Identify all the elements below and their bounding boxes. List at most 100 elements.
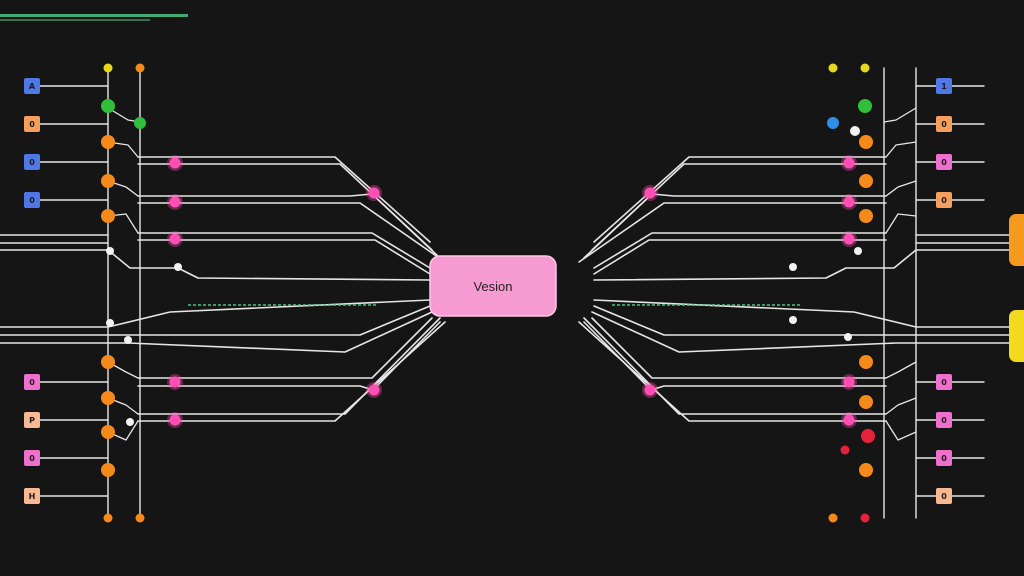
junction-node bbox=[850, 126, 860, 136]
square-glyph: A bbox=[29, 82, 36, 91]
label-square bbox=[24, 374, 40, 390]
junction-node bbox=[854, 247, 862, 255]
left-upper-square: 0 bbox=[24, 192, 40, 208]
orange-node bbox=[135, 63, 145, 73]
bundle-wire bbox=[137, 317, 433, 379]
pink-node bbox=[843, 414, 855, 426]
label-square bbox=[24, 450, 40, 466]
bundle-wire bbox=[578, 321, 887, 422]
bundle-wire bbox=[137, 202, 446, 263]
link-wire bbox=[885, 361, 917, 379]
bundle-wire bbox=[583, 193, 887, 259]
bundle-wire bbox=[0, 305, 431, 336]
orange-node bbox=[859, 463, 873, 477]
wire-layer bbox=[0, 14, 1024, 519]
yellow-node bbox=[828, 63, 838, 73]
pink-node bbox=[644, 187, 656, 199]
square-glyph: 0 bbox=[941, 454, 947, 463]
bundle-wire bbox=[591, 317, 887, 379]
square-glyph: 0 bbox=[941, 120, 947, 129]
red-node bbox=[861, 429, 875, 443]
orange-node bbox=[103, 513, 113, 523]
orange-node bbox=[859, 174, 873, 188]
pink-node bbox=[843, 157, 855, 169]
label-square bbox=[24, 116, 40, 132]
left-upper-square: 0 bbox=[24, 154, 40, 170]
link-wire bbox=[885, 397, 917, 415]
bundle-wire bbox=[137, 232, 431, 269]
pink-node bbox=[169, 376, 181, 388]
square-glyph: 0 bbox=[941, 378, 947, 387]
pink-node bbox=[169, 196, 181, 208]
label-square bbox=[936, 116, 952, 132]
green-node bbox=[858, 99, 872, 113]
red-node bbox=[840, 445, 850, 455]
orange-node bbox=[859, 135, 873, 149]
junction-node bbox=[174, 263, 182, 271]
bundle-wire bbox=[578, 202, 887, 263]
pink-node bbox=[843, 196, 855, 208]
orange-node bbox=[101, 425, 115, 439]
pink-node bbox=[843, 376, 855, 388]
orange-node bbox=[101, 174, 115, 188]
left-lower-square: H bbox=[24, 488, 40, 504]
bundle-wire bbox=[0, 249, 431, 281]
square-glyph: H bbox=[29, 492, 36, 501]
left-upper-square: 0 bbox=[24, 116, 40, 132]
square-glyph: P bbox=[29, 416, 35, 425]
pink-node bbox=[368, 187, 380, 199]
bundle-wire bbox=[583, 317, 887, 415]
label-square bbox=[936, 192, 952, 208]
red-node bbox=[860, 513, 870, 523]
bundle-wire bbox=[593, 232, 887, 269]
hub-box bbox=[429, 255, 557, 317]
junction-node bbox=[789, 316, 797, 324]
green-node bbox=[101, 99, 115, 113]
square-glyph: 0 bbox=[29, 454, 35, 463]
right-upper-square: 1 bbox=[936, 78, 952, 94]
orange-node bbox=[101, 135, 115, 149]
right-upper-square: 0 bbox=[936, 192, 952, 208]
label-square bbox=[24, 412, 40, 428]
pink-node bbox=[368, 384, 380, 396]
link-wire bbox=[885, 213, 917, 234]
right-lower-square: 0 bbox=[936, 488, 952, 504]
square-glyph: 0 bbox=[941, 416, 947, 425]
bundle-wire bbox=[0, 311, 433, 353]
bundle-wire bbox=[137, 321, 446, 422]
bundle-wire bbox=[593, 239, 887, 275]
square-glyph: 0 bbox=[29, 196, 35, 205]
code-strip bbox=[0, 14, 188, 17]
right-lower-square: 0 bbox=[936, 450, 952, 466]
orange-node bbox=[859, 395, 873, 409]
label-square bbox=[936, 374, 952, 390]
label-square bbox=[936, 450, 952, 466]
yellow-node bbox=[103, 63, 113, 73]
link-wire bbox=[885, 141, 917, 158]
orange-node bbox=[101, 391, 115, 405]
bundle-wire bbox=[593, 249, 1024, 281]
left-lower-square: 0 bbox=[24, 450, 40, 466]
orange-node bbox=[859, 355, 873, 369]
pink-node bbox=[169, 233, 181, 245]
edge-tab-orange bbox=[1009, 214, 1024, 266]
label-square bbox=[24, 192, 40, 208]
green-node bbox=[134, 117, 146, 129]
junction-node bbox=[126, 418, 134, 426]
square-glyph: 1 bbox=[941, 82, 947, 91]
pink-node bbox=[169, 157, 181, 169]
right-upper-square: 0 bbox=[936, 154, 952, 170]
junction-node bbox=[844, 333, 852, 341]
orange-node bbox=[101, 463, 115, 477]
bundle-wire bbox=[593, 305, 1024, 336]
label-square bbox=[24, 78, 40, 94]
left-lower-square: 0 bbox=[24, 374, 40, 390]
orange-node bbox=[135, 513, 145, 523]
junction-node bbox=[124, 336, 132, 344]
label-square bbox=[24, 488, 40, 504]
square-glyph: 0 bbox=[941, 492, 947, 501]
orange-node bbox=[101, 209, 115, 223]
orange-node bbox=[859, 209, 873, 223]
